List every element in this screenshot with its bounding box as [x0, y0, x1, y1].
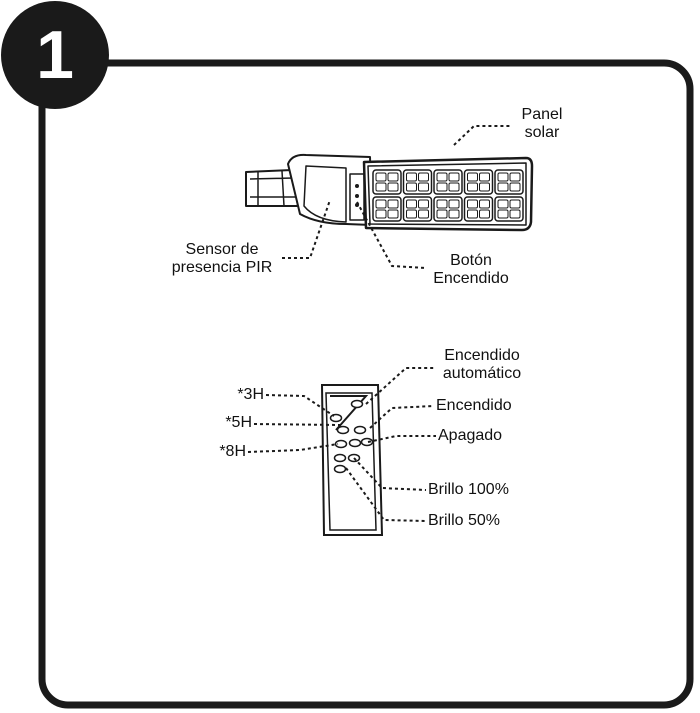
- solar-street-lamp: [245, 153, 534, 232]
- solar-subcell: [436, 182, 448, 192]
- label-brightness-50: Brillo 50%: [428, 512, 501, 529]
- leader-brightness-100: [353, 457, 427, 491]
- solar-subcell: [418, 172, 429, 182]
- solar-subcell: [497, 182, 509, 192]
- solar-subcell: [467, 209, 478, 219]
- solar-subcell: [418, 182, 429, 192]
- solar-subcell: [497, 199, 509, 209]
- solar-cell: [372, 169, 402, 195]
- solar-subcell: [375, 209, 387, 219]
- label-power-button-text: Botón Encendido: [433, 252, 509, 287]
- solar-subcell: [479, 172, 490, 182]
- solar-subcell: [467, 199, 478, 209]
- solar-subcell: [479, 209, 490, 219]
- solar-subcell: [509, 209, 521, 219]
- solar-subcell: [509, 199, 521, 209]
- solar-subcell: [448, 182, 460, 192]
- solar-cell: [463, 196, 494, 222]
- solar-subcell: [497, 209, 509, 219]
- lamp-leader-lines: [282, 125, 512, 269]
- leader-off: [367, 435, 436, 443]
- solar-subcell: [448, 172, 460, 182]
- leader-3h: [265, 394, 335, 417]
- solar-cell: [433, 196, 463, 222]
- label-auto-on: Encendido automático: [434, 347, 530, 383]
- solar-subcell: [467, 182, 478, 192]
- solar-cell: [372, 196, 402, 222]
- leader-pir-sensor: [282, 199, 331, 259]
- remote-top-slope: [330, 395, 369, 431]
- solar-cell: [402, 169, 433, 195]
- step-number: 1: [36, 17, 74, 93]
- leader-5h: [253, 423, 341, 426]
- solar-subcell: [418, 209, 429, 219]
- remote-button-8h-left: [334, 439, 348, 449]
- solar-subcell: [375, 199, 387, 209]
- solar-subcell: [418, 199, 429, 209]
- solar-subcell: [387, 172, 399, 182]
- solar-cell: [402, 196, 433, 222]
- solar-cell: [494, 196, 524, 222]
- solar-subcell: [406, 182, 417, 192]
- label-timer-3h: *3H: [237, 386, 264, 403]
- label-power-button: Botón Encendido: [424, 252, 518, 288]
- remote-button-brightness-50: [333, 464, 347, 474]
- remote-button-8h-right: [348, 438, 362, 448]
- solar-subcell: [436, 199, 448, 209]
- label-timer-8h: *8H: [219, 443, 246, 460]
- remote-button-off: [360, 437, 374, 447]
- label-pir-sensor-text: Sensor de presencia PIR: [171, 241, 273, 276]
- remote-buttons: [329, 399, 374, 474]
- remote-button-on: [353, 425, 367, 435]
- solar-cell: [494, 169, 524, 195]
- leader-power-button: [356, 201, 427, 269]
- solar-cell: [433, 169, 463, 195]
- label-brightness-100: Brillo 100%: [428, 481, 509, 498]
- remote-button-brightness-100: [333, 453, 347, 463]
- leader-brightness-50: [345, 467, 427, 522]
- remote-leader-lines: [247, 367, 436, 522]
- solar-subcell: [448, 209, 460, 219]
- solar-subcell: [387, 182, 399, 192]
- solar-subcell: [387, 199, 399, 209]
- solar-subcell: [375, 172, 387, 182]
- solar-subcell: [467, 172, 478, 182]
- label-solar-panel-text: Panel solar: [521, 106, 563, 141]
- solar-subcell: [406, 172, 417, 182]
- label-auto-on-text: Encendido automático: [442, 347, 522, 382]
- step-badge: [1, 1, 109, 109]
- remote-button-auto-on: [350, 399, 364, 409]
- leader-auto-on: [365, 367, 436, 405]
- solar-subcell: [509, 172, 521, 182]
- solar-subcell: [406, 199, 417, 209]
- label-pir-sensor: Sensor de presencia PIR: [160, 241, 284, 277]
- solar-subcell: [448, 199, 460, 209]
- solar-subcell: [509, 182, 521, 192]
- pir-sensor-window: [303, 165, 347, 223]
- solar-cell: [463, 169, 494, 195]
- label-solar-panel: Panel solar: [512, 106, 572, 142]
- solar-subcell: [479, 199, 490, 209]
- label-on: Encendido: [436, 397, 512, 414]
- solar-cells: [372, 169, 524, 222]
- solar-subcell: [375, 182, 387, 192]
- solar-subcell: [436, 209, 448, 219]
- label-timer-5h: *5H: [225, 414, 252, 431]
- solar-subcell: [387, 209, 399, 219]
- remote-control: [320, 384, 384, 536]
- solar-subcell: [497, 172, 509, 182]
- solar-subcell: [436, 172, 448, 182]
- solar-subcell: [479, 182, 490, 192]
- solar-subcell: [406, 209, 417, 219]
- remote-button-5h-left: [336, 425, 350, 435]
- label-off: Apagado: [438, 427, 503, 444]
